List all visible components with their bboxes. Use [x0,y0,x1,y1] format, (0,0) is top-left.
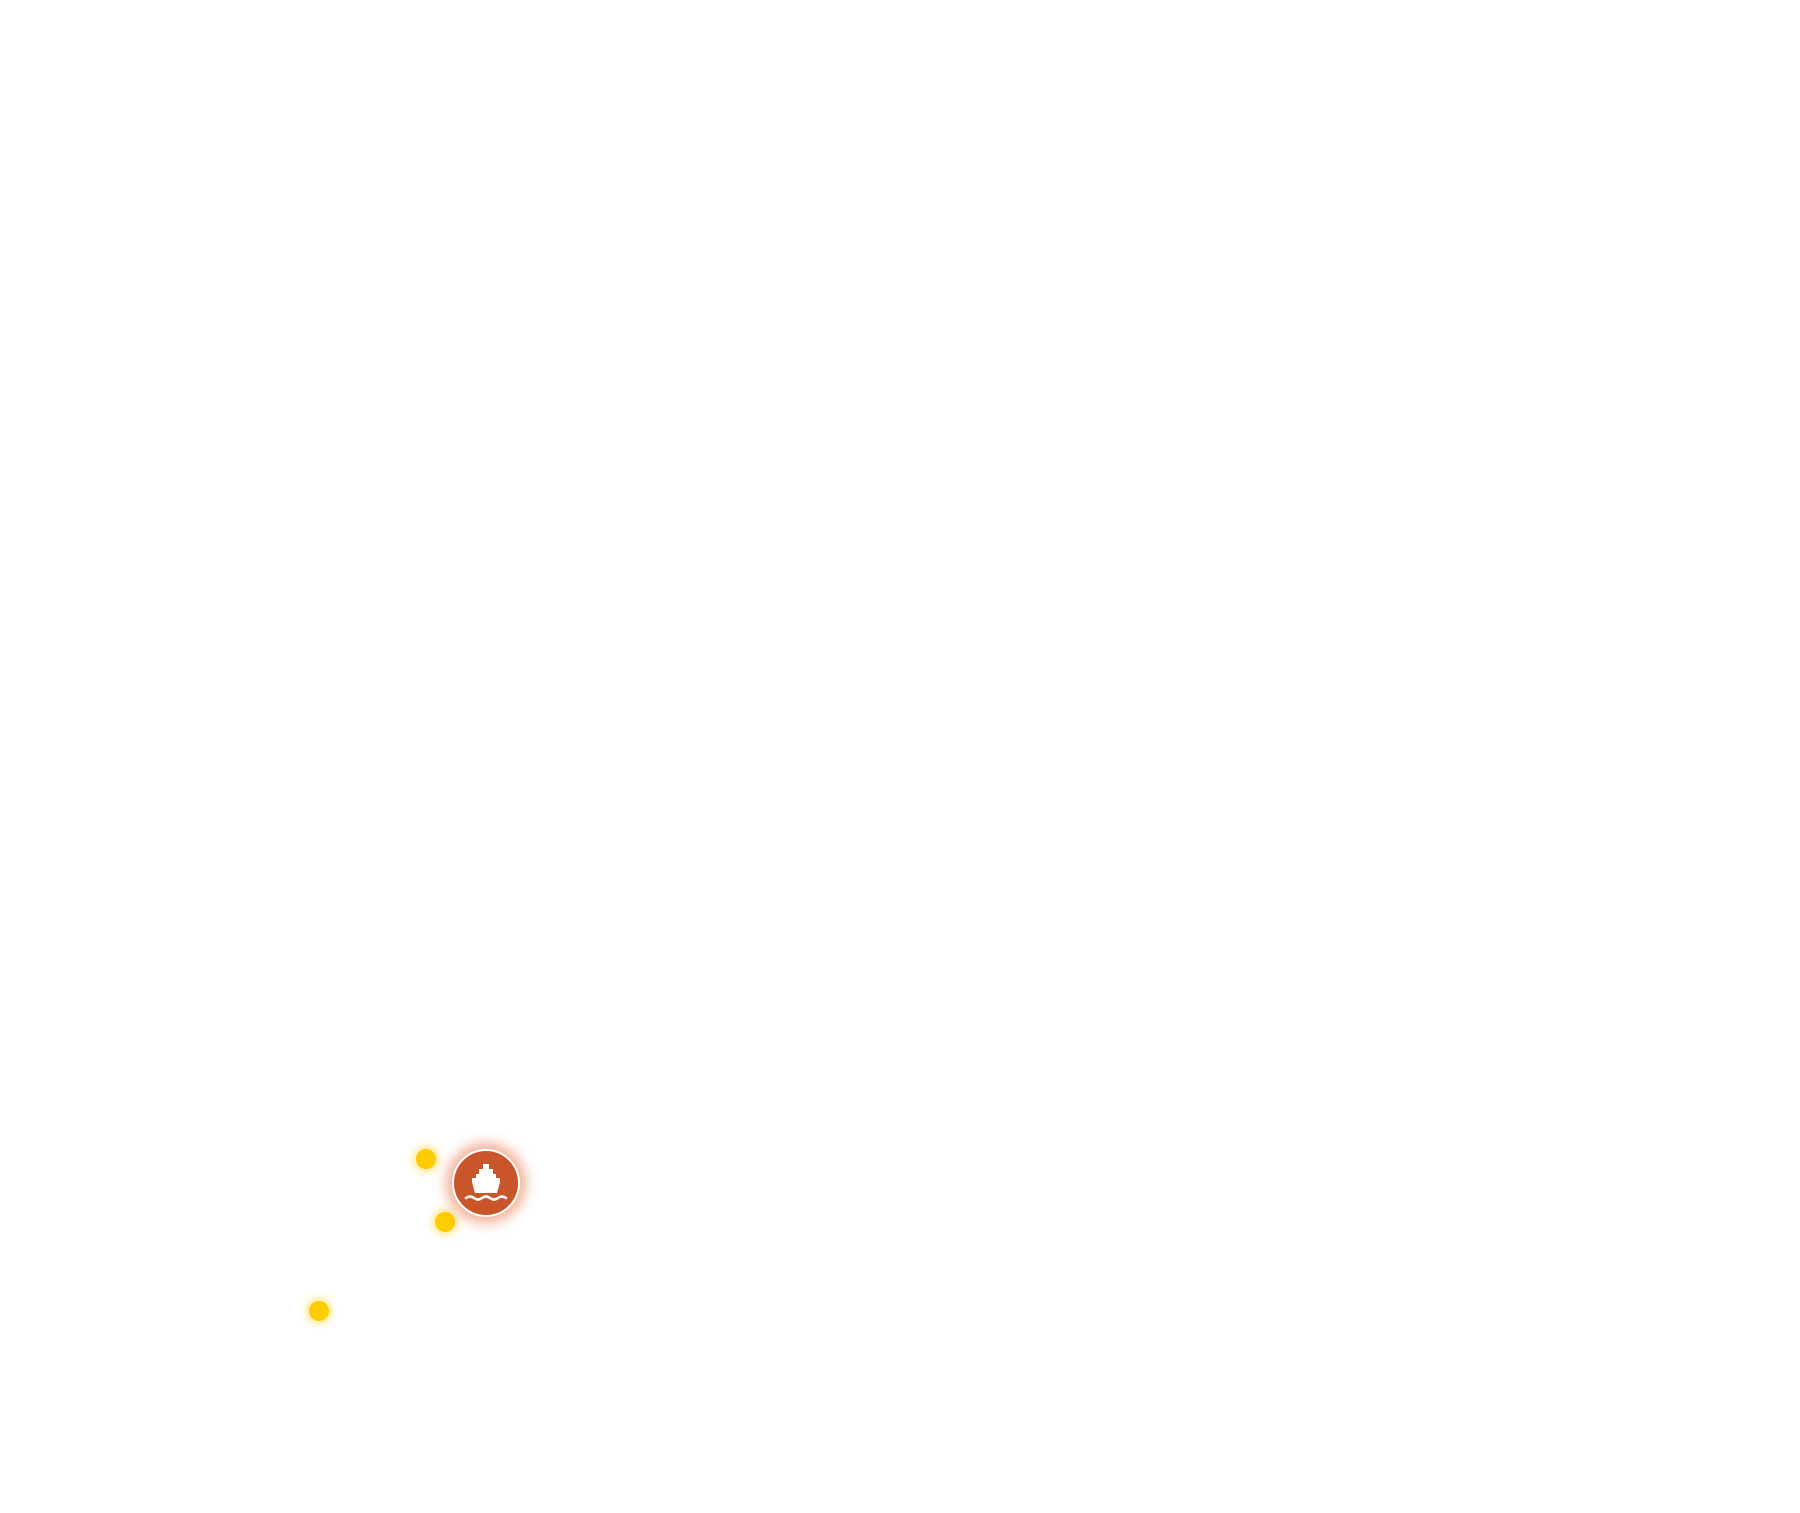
location-dot-icon[interactable] [435,1212,455,1232]
location-dot-icon[interactable] [416,1149,436,1169]
port-marker[interactable] [452,1149,520,1217]
location-dot-icon[interactable] [309,1301,329,1321]
ship-icon [464,1164,508,1201]
